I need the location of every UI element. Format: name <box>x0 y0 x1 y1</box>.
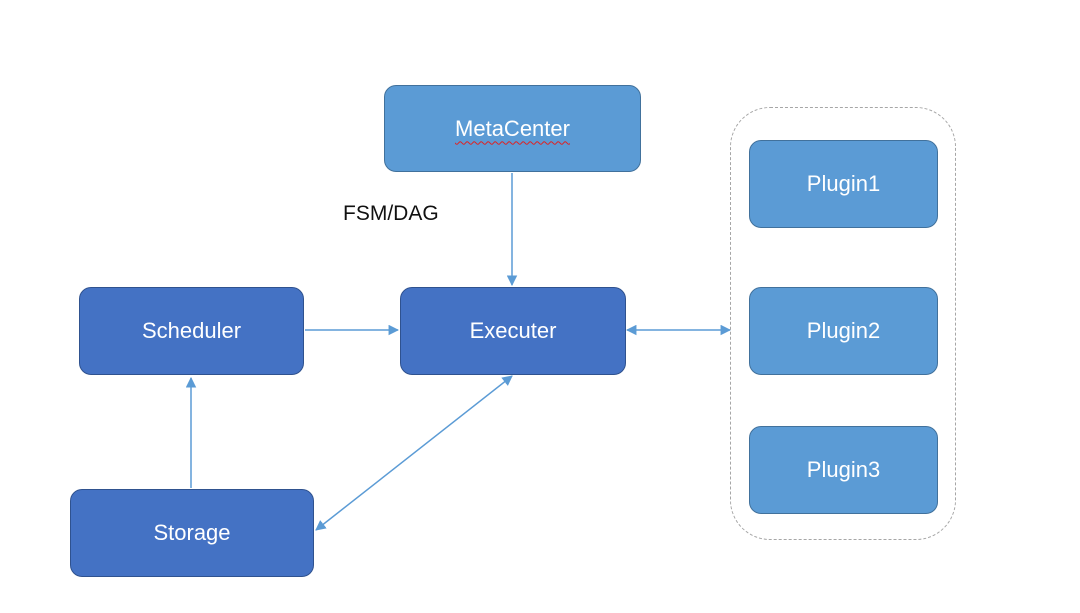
node-storage: Storage <box>70 489 314 577</box>
node-executer-label: Executer <box>469 318 557 343</box>
plugins-group-border <box>730 107 956 540</box>
node-plugin2-label: Plugin2 <box>806 318 881 343</box>
arrow-executer-storage-bidirectional <box>315 375 513 531</box>
node-plugin1: Plugin1 <box>749 140 938 228</box>
node-plugin2: Plugin2 <box>749 287 938 375</box>
node-plugin3-label: Plugin3 <box>806 457 881 482</box>
node-storage-label: Storage <box>153 520 231 545</box>
node-plugin3: Plugin3 <box>749 426 938 514</box>
node-scheduler: Scheduler <box>79 287 304 375</box>
node-executer: Executer <box>400 287 626 375</box>
node-metacenter-label: MetaCenter <box>455 115 570 141</box>
node-scheduler-label: Scheduler <box>141 318 242 343</box>
node-plugin1-label: Plugin1 <box>806 171 881 196</box>
node-metacenter: MetaCenter <box>384 85 641 172</box>
edge-label-fsm-dag: FSM/DAG <box>343 202 439 225</box>
